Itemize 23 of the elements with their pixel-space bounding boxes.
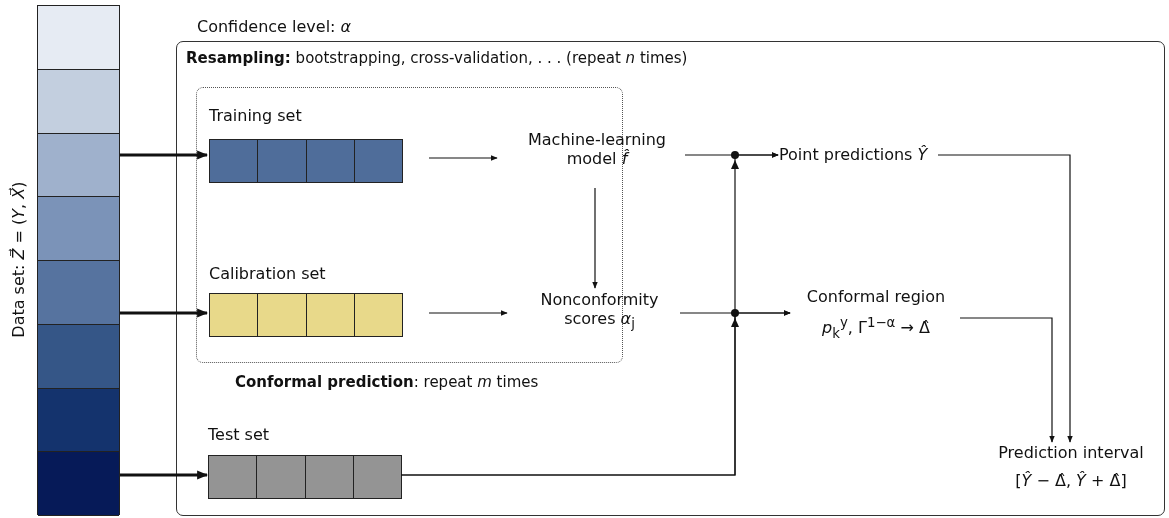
arrow	[428, 155, 498, 161]
label-text: Point predictions Ŷ	[779, 145, 928, 165]
arrow	[120, 308, 209, 318]
node-label: Resampling: bootstrapping, cross-validation, . . . (repeat n times)	[186, 49, 688, 67]
label-text: Conformal region	[805, 287, 947, 307]
set-label: Training set	[209, 106, 302, 126]
node-label: Conformal prediction: repeat m times	[235, 373, 539, 391]
arrow	[120, 150, 209, 160]
arrow	[937, 154, 1073, 443]
set-label: Calibration set	[209, 264, 326, 284]
label-text: Prediction interval	[997, 443, 1145, 463]
node-label: Data set: Z⃗ = (Y, X⃗)	[9, 180, 29, 340]
label-text: Machine-learning model f̂	[527, 130, 667, 169]
label-text: [Ŷ − Δ̂, Ŷ + Δ̂]	[1014, 471, 1128, 491]
arrow	[959, 317, 1055, 443]
node-label: Confidence level: α	[197, 17, 352, 37]
arrow	[428, 310, 508, 316]
arrow	[120, 470, 209, 480]
arrow	[679, 310, 791, 316]
arrow	[592, 187, 598, 289]
label-text: Nonconformity scores α$_{j}$	[539, 290, 660, 333]
label-text: p$_{k}$$^{y}$, Γ$^{1−α}$ → Δ̂	[821, 315, 931, 342]
set-label: Test set	[208, 425, 270, 445]
